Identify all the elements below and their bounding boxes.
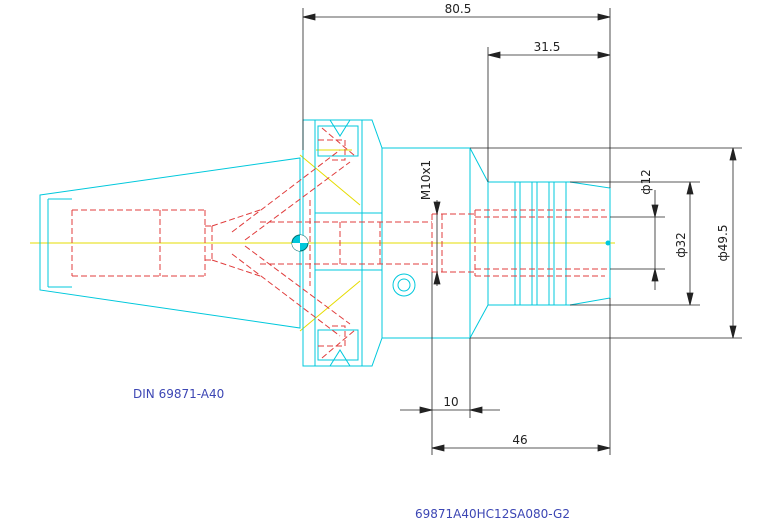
dim-body-diameter: ф32 (674, 232, 688, 258)
dim-flange-diameter: ф49.5 (716, 225, 730, 262)
taper-shank (39, 157, 301, 329)
dim-thread: M10x1 (419, 160, 433, 200)
dimension-lines (302, 8, 742, 455)
hidden-lines (71, 127, 610, 359)
centerlines (30, 149, 615, 332)
dim-nose-length: 31.5 (534, 40, 561, 54)
dim-overall-length: 80.5 (445, 2, 472, 16)
dim-thread-depth: 10 (443, 395, 458, 409)
body (382, 147, 489, 339)
tool-holder-outline (39, 119, 611, 367)
part-number-label: 69871A40HC12SA080-G2 (415, 507, 570, 521)
dim-bore-diameter: ф12 (639, 169, 653, 195)
nose-grooves (514, 182, 567, 305)
standard-label: DIN 69871-A40 (133, 387, 224, 401)
dim-clamp-length: 46 (512, 433, 527, 447)
coolant-screw (392, 273, 416, 297)
